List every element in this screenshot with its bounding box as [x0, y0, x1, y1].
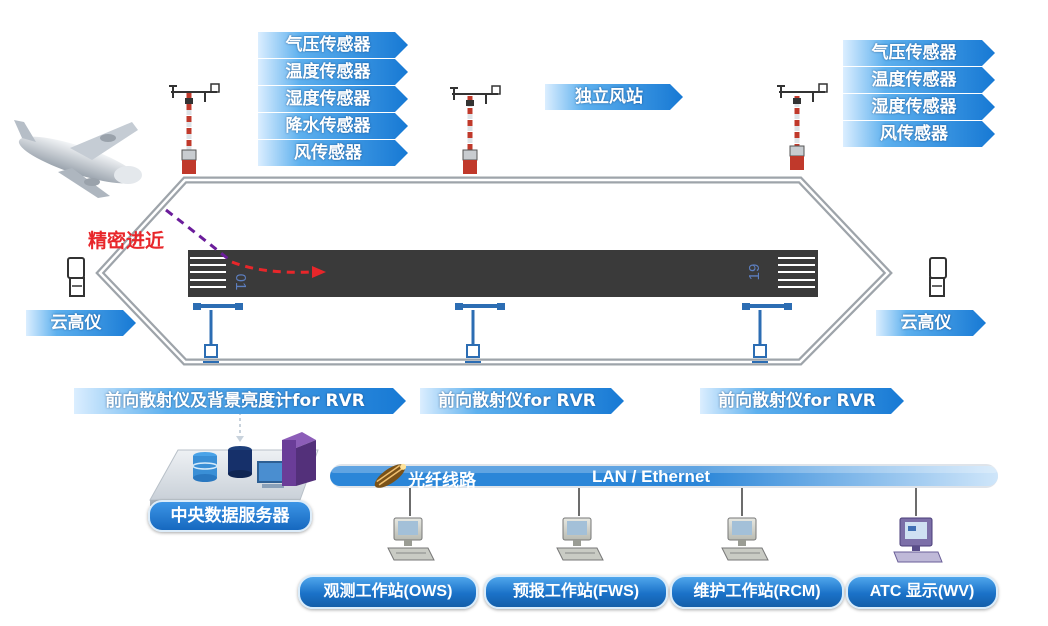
atc-display-icon	[893, 517, 943, 563]
workstation-computer-icon	[556, 517, 604, 561]
database-icon	[228, 446, 252, 478]
ceilometer-label-left: 云高仪	[26, 310, 136, 336]
ceilometer-label-right: 云高仪	[876, 310, 986, 336]
threshold-markings-left	[190, 257, 226, 288]
workstation-label-atc: ATC 显示(WV)	[846, 575, 998, 609]
runway-mark-left: 01	[232, 274, 249, 291]
sensor-label-temperature-right: 温度传感器	[843, 67, 995, 93]
rvr-label-1: 前向散射仪及背景亮度计for RVR	[74, 388, 406, 414]
ceilometer-icon	[67, 257, 85, 297]
weather-mast-icon	[169, 83, 220, 174]
central-server-label: 中央数据服务器	[148, 500, 312, 532]
lan-bus	[330, 464, 998, 488]
precision-approach-label: 精密进近	[88, 230, 165, 252]
threshold-markings-right	[778, 257, 815, 288]
database-icon	[192, 452, 218, 482]
workstation-computer-icon	[387, 517, 435, 561]
runway	[188, 250, 818, 297]
ceilometer-icon	[929, 257, 947, 297]
lan-label: LAN / Ethernet	[592, 467, 711, 486]
rvr-sensor-icon	[455, 303, 505, 363]
sensor-label-wind-right: 风传感器	[843, 121, 995, 147]
workstation-label-ows: 观测工作站(OWS)	[298, 575, 478, 609]
wind-station-label: 独立风站	[545, 84, 683, 110]
network-drops	[409, 488, 917, 516]
fiber-optic-icon	[374, 463, 407, 488]
rvr-sensor-icon	[193, 303, 243, 363]
sensor-label-humidity-left: 湿度传感器	[258, 86, 408, 112]
airplane-icon	[14, 120, 142, 198]
rvr-label-3: 前向散射仪for RVR	[700, 388, 904, 414]
sensor-label-pressure-right: 气压传感器	[843, 40, 995, 66]
weather-mast-icon	[777, 83, 828, 170]
workstation-label-fws: 预报工作站(FWS)	[484, 575, 668, 609]
server-tower-icon	[282, 432, 316, 486]
weather-mast-icon	[450, 85, 501, 174]
rvr-label-2: 前向散射仪for RVR	[420, 388, 624, 414]
sensor-label-temperature-left: 温度传感器	[258, 59, 408, 85]
rvr-sensor-icon	[742, 303, 792, 363]
sensor-label-precip-left: 降水传感器	[258, 113, 408, 139]
sensor-label-humidity-right: 湿度传感器	[843, 94, 995, 120]
workstation-label-rcm: 维护工作站(RCM)	[670, 575, 844, 609]
sensor-label-wind-left: 风传感器	[258, 140, 408, 166]
workstation-computer-icon	[721, 517, 769, 561]
server-cluster	[149, 432, 319, 506]
runway-mark-right: 19	[746, 264, 763, 281]
computer-icon	[257, 461, 287, 488]
sensor-label-pressure-left: 气压传感器	[258, 32, 408, 58]
fiber-line-label: 光纤线路	[408, 471, 476, 490]
approach-path	[165, 208, 326, 278]
